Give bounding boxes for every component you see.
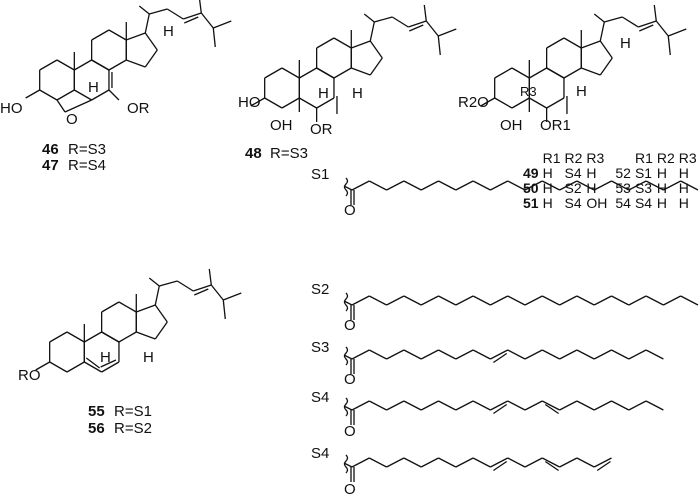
cell: OH	[586, 195, 608, 211]
compound-id: 52	[615, 165, 631, 181]
carbonyl-o: O	[344, 317, 356, 334]
compound-id: 53	[615, 180, 631, 196]
header-r3: R3	[678, 150, 697, 166]
cell: S1	[634, 165, 653, 181]
atom-label-h: H	[620, 35, 631, 52]
atom-label-ho: HO	[0, 100, 23, 117]
header-r3: R3	[586, 150, 605, 166]
chain-label-s1: S1	[311, 166, 330, 183]
compound-id-55: 55	[88, 403, 105, 420]
acyl-chain-3	[343, 346, 664, 374]
header-r1: R1	[542, 150, 561, 166]
atom-label-oh: OH	[270, 117, 293, 134]
cell: S4	[564, 195, 582, 211]
compound-id: 54	[615, 195, 631, 211]
atom-label-r3: R3	[520, 84, 537, 99]
cell: H	[656, 195, 667, 211]
atom-label-or1: OR1	[540, 117, 571, 134]
atom-label-h: H	[143, 349, 154, 366]
compound-r-56: R=S2	[114, 420, 152, 437]
chain-label-s4: S4	[311, 389, 330, 406]
compound-r-46: R=S3	[68, 141, 106, 158]
compound-id-46: 46	[42, 141, 59, 158]
steroid-55	[35, 268, 242, 373]
double-bonds-55	[85, 357, 117, 369]
atom-label-or: OR	[310, 121, 333, 138]
steroid-49	[480, 4, 687, 109]
cell: H	[656, 165, 667, 181]
compound-r-55: R=S1	[114, 403, 152, 420]
atom-label-h: H	[576, 83, 587, 100]
atom-label-epoxide-o: O	[66, 111, 78, 128]
epoxide-46	[56, 72, 120, 113]
carbonyl-o: O	[344, 371, 356, 388]
carbonyl-o: O	[344, 202, 356, 219]
compound-id-48: 48	[245, 145, 262, 162]
header-r2: R2	[656, 150, 675, 166]
chain-label-s3: S3	[311, 339, 330, 356]
cell: S4	[634, 195, 653, 211]
atom-label-or: OR	[127, 100, 150, 117]
acyl-chain-5	[343, 454, 612, 482]
cell: S2	[564, 180, 582, 196]
substituents-49	[528, 96, 568, 122]
cell: S3	[634, 180, 653, 196]
carbonyl-o: O	[344, 481, 356, 498]
header-r2: R2	[564, 150, 583, 166]
acyl-chain-1	[343, 177, 699, 205]
header-r1: R1	[634, 150, 653, 166]
chain-label-s4b: S4	[311, 445, 330, 462]
atom-label-h: H	[88, 79, 99, 96]
carbonyl-o: O	[344, 423, 356, 440]
chain-label-s2: S2	[311, 281, 330, 298]
compound-id: 50	[523, 180, 539, 196]
atom-label-h: H	[318, 85, 329, 102]
cell: H	[656, 180, 667, 196]
compound-id-47: 47	[42, 157, 59, 174]
cell: H	[542, 165, 553, 181]
atom-label-ho: HO	[238, 94, 261, 111]
atom-label-oh: OH	[500, 117, 523, 134]
acyl-chain-4	[343, 397, 664, 425]
cell: H	[586, 180, 597, 196]
cell: H	[678, 180, 689, 196]
atom-label-r2o: R2O	[458, 94, 489, 111]
cell: H	[678, 195, 689, 211]
compound-id-56: 56	[88, 420, 105, 437]
cell: H	[678, 165, 689, 181]
atom-label-h: H	[352, 85, 363, 102]
substituents-48	[298, 96, 338, 122]
acyl-chain-2	[343, 292, 699, 320]
atom-label-h: H	[100, 349, 111, 366]
compound-id: 51	[523, 195, 539, 211]
cell: H	[586, 165, 597, 181]
atom-label-h: H	[163, 23, 174, 40]
compound-id: 49	[523, 165, 539, 181]
cell: H	[542, 180, 553, 196]
steroid-48	[250, 4, 457, 109]
cell: H	[542, 195, 553, 211]
atom-label-ro: RO	[18, 367, 41, 384]
steroid-46	[25, 0, 232, 101]
compound-r-48: R=S3	[270, 145, 308, 162]
cell: S4	[564, 165, 582, 181]
compound-r-47: R=S4	[68, 157, 106, 174]
